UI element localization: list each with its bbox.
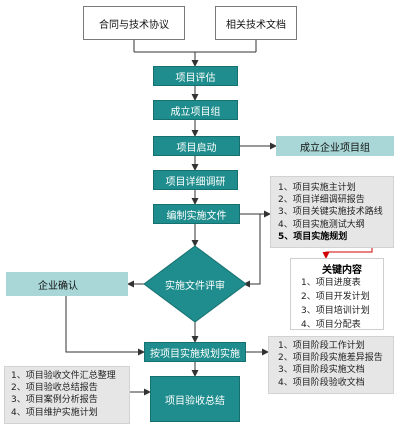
tech-doc-label: 相关技术文档	[226, 19, 286, 31]
enterprise-group-box: 成立企业项目组	[276, 136, 394, 156]
tech-doc-box: 相关技术文档	[215, 6, 297, 40]
step-prepare-docs-label: 编制实施文件	[166, 210, 227, 222]
acceptance-doc-item: 1、项目验收文件汇总整理	[11, 371, 116, 381]
step-form-group-label: 成立项目组	[170, 106, 221, 118]
step-acceptance: 项目验收总结	[150, 376, 240, 422]
key-content-panel: 关键内容 1、项目进度表 2、项目开发计划 3、项目培训计划 4、项目分配表	[290, 258, 384, 330]
key-content-item: 4、项目分配表	[301, 320, 361, 330]
plan-doc-item: 3、项目关键实施技术路线	[278, 207, 383, 218]
enterprise-confirm-box: 企业确认	[6, 272, 128, 296]
key-content-title: 关键内容	[322, 265, 362, 276]
step-implement: 按项目实施规划实施	[144, 342, 246, 362]
plan-doc-item: 1、项目实施主计划	[278, 183, 356, 193]
plan-docs-panel: 1、项目实施主计划 2、项目详细调研报告 3、项目关键实施技术路线 4、项目实施…	[270, 176, 394, 248]
stage-plan-item: 2、项目阶段实施差异报告	[278, 353, 383, 364]
contract-doc-label: 合同与技术协议	[99, 19, 169, 31]
acceptance-doc-item: 3、项目案例分析报告	[11, 395, 98, 406]
step-research: 项目详细调研	[153, 170, 238, 190]
acceptance-doc-item: 2、项目验收总结报告	[11, 383, 98, 394]
step-implement-label: 按项目实施规划实施	[150, 348, 240, 360]
acceptance-docs-panel: 1、项目验收文件汇总整理 2、项目验收总结报告 3、项目案例分析报告 4、项目维…	[4, 366, 130, 424]
step-review: 实施文件评审	[152, 274, 238, 294]
stage-plans-panel: 1、项目阶段工作计划 2、项目阶段实施差异报告 3、项目阶段实施文档 4、项目阶…	[268, 336, 394, 394]
enterprise-group-label: 成立企业项目组	[300, 142, 370, 154]
step-prepare-docs: 编制实施文件	[153, 204, 240, 224]
stage-plan-item: 1、项目阶段工作计划	[278, 341, 365, 351]
step-evaluate: 项目评估	[153, 66, 238, 86]
enterprise-confirm-label: 企业确认	[38, 280, 78, 292]
plan-doc-item: 4、项目实施测试大纲	[278, 219, 365, 230]
step-launch-label: 项目启动	[176, 142, 217, 154]
step-research-label: 项目详细调研	[165, 176, 226, 188]
contract-doc-box: 合同与技术协议	[83, 6, 185, 40]
key-content-item: 1、项目进度表	[301, 278, 361, 288]
step-acceptance-label: 项目验收总结	[165, 395, 225, 407]
stage-plan-item: 3、项目阶段实施文档	[278, 365, 365, 376]
acceptance-doc-item: 4、项目维护实施计划	[11, 407, 98, 418]
key-content-item: 2、项目开发计划	[301, 292, 370, 302]
step-launch: 项目启动	[153, 136, 240, 156]
step-form-group: 成立项目组	[153, 100, 238, 120]
stage-plan-item: 4、项目阶段验收文档	[278, 377, 365, 388]
step-evaluate-label: 项目评估	[175, 72, 216, 84]
step-review-label: 实施文件评审	[165, 280, 225, 292]
plan-doc-item-highlight: 5、项目实施规划	[278, 231, 348, 242]
key-content-item: 3、项目培训计划	[301, 306, 370, 316]
plan-doc-item: 2、项目详细调研报告	[278, 195, 365, 206]
